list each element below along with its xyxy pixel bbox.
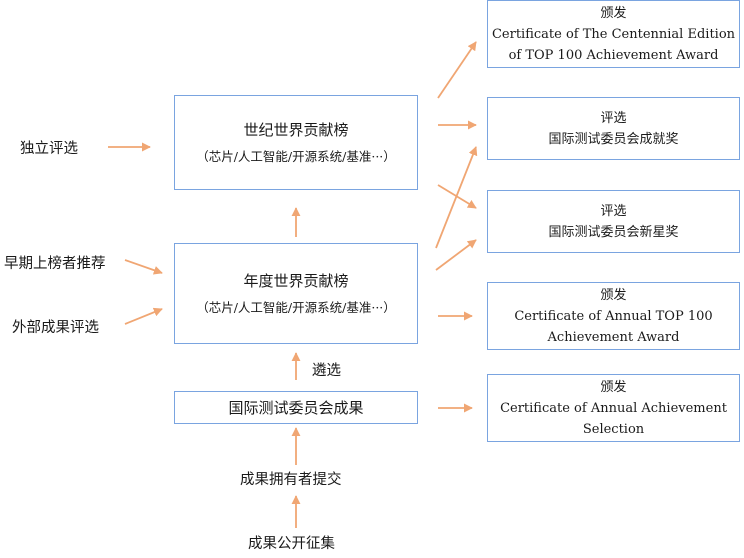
rising-star-award-line2: 国际测试委员会新星奖 bbox=[548, 224, 679, 240]
annual-list-subtitle: （芯片/人工智能/开源系统/基准···） bbox=[196, 299, 396, 315]
century-list-subtitle: （芯片/人工智能/开源系统/基准···） bbox=[196, 148, 396, 164]
centennial-cert-line1: 颁发 bbox=[600, 5, 627, 21]
annual-list-title: 年度世界贡献榜 bbox=[243, 271, 349, 290]
annual-contribution-list-box: 年度世界贡献榜 （芯片/人工智能/开源系统/基准···） bbox=[174, 243, 418, 344]
committee-results-box: 国际测试委员会成果 bbox=[174, 391, 418, 424]
annual-selection-line2: Certificate of Annual Achievement bbox=[500, 400, 727, 416]
arrow-early-to-annual bbox=[124, 259, 163, 275]
rising-star-award-box: 评选 国际测试委员会新星奖 bbox=[487, 190, 740, 253]
centennial-cert-line2: Certificate of The Centennial Edition bbox=[491, 26, 736, 42]
achievement-award-line1: 评选 bbox=[600, 110, 627, 126]
arrow-annual-to-achievement bbox=[435, 146, 478, 249]
owner-submit-label: 成果拥有者提交 bbox=[240, 472, 342, 488]
centennial-certificate-box: 颁发 Certificate of The Centennial Edition… bbox=[487, 0, 740, 68]
annual-top100-line3: Achievement Award bbox=[547, 329, 680, 345]
annual-selection-certificate-box: 颁发 Certificate of Annual Achievement Sel… bbox=[487, 374, 740, 442]
external-eval-label: 外部成果评选 bbox=[12, 320, 99, 336]
century-list-title: 世纪世界贡献榜 bbox=[243, 120, 349, 139]
achievement-award-box: 评选 国际测试委员会成就奖 bbox=[487, 97, 740, 160]
centennial-cert-line3: of TOP 100 Achievement Award bbox=[508, 47, 719, 63]
arrow-annual-to-rising-star bbox=[435, 239, 477, 271]
early-recommend-label: 早期上榜者推荐 bbox=[4, 256, 106, 272]
annual-top100-line1: 颁发 bbox=[600, 287, 627, 303]
rising-star-award-line1: 评选 bbox=[600, 203, 627, 219]
annual-selection-line1: 颁发 bbox=[600, 379, 627, 395]
public-collect-label: 成果公开征集 bbox=[248, 536, 335, 552]
achievement-award-line2: 国际测试委员会成就奖 bbox=[548, 131, 679, 147]
committee-results-title: 国际测试委员会成果 bbox=[228, 398, 364, 417]
selection-label: 遴选 bbox=[312, 363, 341, 379]
annual-selection-line3: Selection bbox=[582, 421, 645, 437]
arrow-external-to-annual bbox=[124, 307, 163, 325]
annual-top100-line2: Certificate of Annual TOP 100 bbox=[514, 308, 713, 324]
century-contribution-list-box: 世纪世界贡献榜 （芯片/人工智能/开源系统/基准···） bbox=[174, 95, 418, 190]
arrow-century-to-cert-centennial bbox=[437, 41, 477, 99]
independent-eval-label: 独立评选 bbox=[20, 141, 78, 157]
annual-top100-certificate-box: 颁发 Certificate of Annual TOP 100 Achieve… bbox=[487, 282, 740, 350]
